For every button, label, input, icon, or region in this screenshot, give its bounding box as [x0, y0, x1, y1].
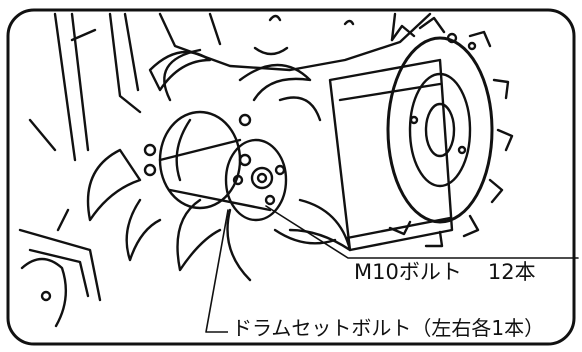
leader-line-m10-bolt — [265, 205, 579, 259]
m10-bolt-callout: M10ボルト 12本 — [354, 262, 536, 283]
leader-line-drum-set-bolt — [205, 209, 229, 333]
drive-wheel — [386, 16, 514, 248]
m10-bolt-label: M10ボルト — [354, 260, 462, 284]
drum-set-bolt-label: ドラムセットボルト（左右各1本） — [232, 316, 545, 340]
m10-bolt-count: 12本 — [487, 260, 536, 284]
figure-frame — [6, 8, 576, 346]
bolt-heads — [143, 113, 286, 206]
housing-cover — [158, 12, 432, 72]
left-frame-bars — [18, 12, 142, 328]
tiller-blades — [86, 48, 352, 282]
drum-set-bolt-callout: ドラムセットボルト（左右各1本） — [228, 316, 549, 340]
